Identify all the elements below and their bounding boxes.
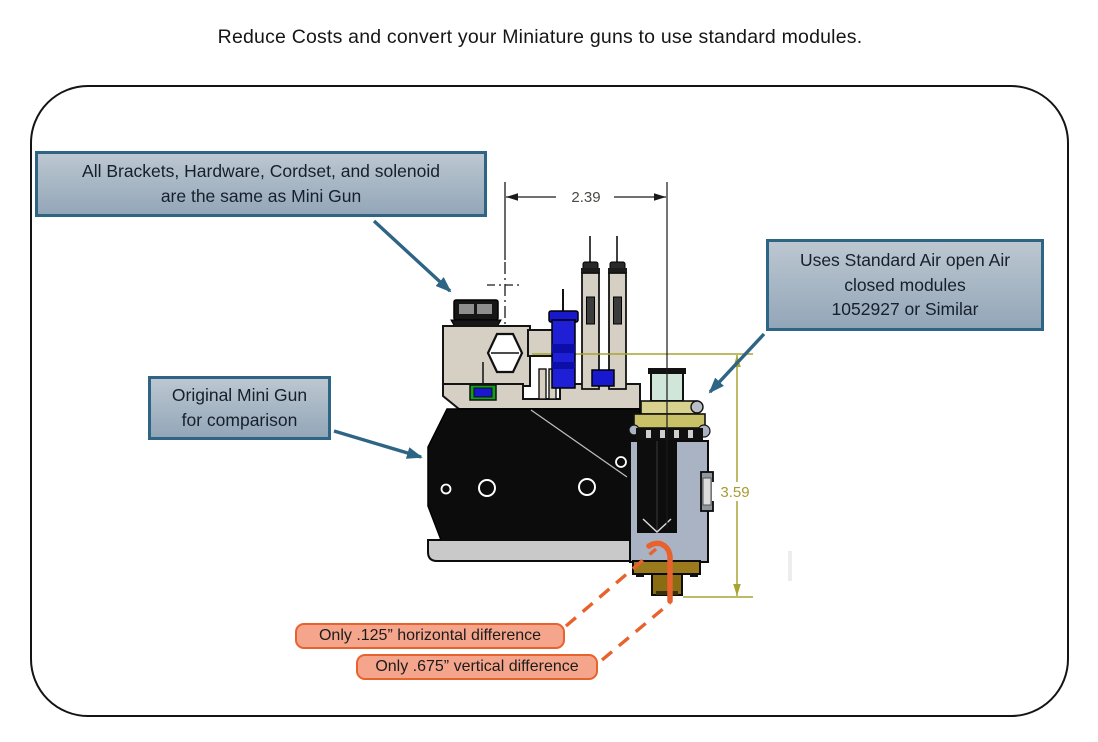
- nozzle-highlight: [646, 540, 673, 604]
- callout-modules: Uses Standard Air open Air closed module…: [766, 239, 1044, 331]
- dimension-horizontal-value: 2.39: [571, 189, 600, 206]
- air-tube-left: [581, 236, 600, 390]
- standard-module: [628, 368, 714, 596]
- dashed-leader-horizontal: [564, 547, 658, 628]
- blue-fitting: [591, 369, 615, 387]
- dim-arrow-right: [654, 193, 666, 201]
- mount-hole: [615, 456, 627, 468]
- callout-brackets-line1: All Brackets, Hardware, Cordset, and sol…: [82, 161, 440, 182]
- note-vertical-difference: Only .675” vertical difference: [356, 654, 598, 680]
- callout-original-line1: Original Mini Gun: [171, 385, 308, 406]
- callout-modules-line3: 1052927 or Similar: [831, 299, 979, 320]
- gun-body: [427, 408, 647, 562]
- dimension-vertical-value: 3.59: [720, 484, 749, 501]
- mount-hole: [478, 479, 496, 497]
- mini-gun-bracket: [442, 236, 641, 410]
- leader-arrows: [333, 219, 766, 459]
- dim-arrow-down: [733, 584, 741, 596]
- content-frame: [30, 85, 1069, 717]
- dim-arrow-left: [506, 193, 518, 201]
- pin: [538, 368, 547, 400]
- callout-original: Original Mini Gun for comparison: [148, 376, 331, 440]
- mount-hole: [578, 478, 596, 496]
- callout-modules-line1: Uses Standard Air open Air: [799, 249, 1011, 270]
- mount-hole: [440, 483, 452, 495]
- scan-artifact: [788, 551, 792, 581]
- difference-highlights: [564, 540, 673, 662]
- body-edge-line: [530, 409, 628, 478]
- solenoid-valve: [548, 289, 579, 389]
- callout-modules-line2: closed modules: [844, 274, 966, 295]
- air-tube-right: [608, 236, 627, 390]
- dim-text-backing: [712, 482, 759, 501]
- leader-arrow-brackets: [372, 219, 452, 293]
- gun-base-band: [427, 539, 638, 562]
- callout-brackets-line2: are the same as Mini Gun: [160, 186, 362, 206]
- dashed-leader-vertical: [600, 601, 672, 662]
- callout-original-line2: for comparison: [181, 410, 298, 430]
- module-knob: [690, 400, 704, 414]
- green-connector: [469, 384, 497, 401]
- note-horizontal-difference: Only .125” horizontal difference: [295, 623, 565, 649]
- leader-arrow-module: [708, 332, 766, 394]
- callout-brackets: All Brackets, Hardware, Cordset, and sol…: [35, 151, 487, 217]
- leader-arrow-original: [333, 429, 423, 459]
- nozzle-plate: [632, 560, 701, 575]
- page-title: Reduce Costs and convert your Miniature …: [217, 26, 863, 48]
- cordset-connector: [450, 299, 502, 328]
